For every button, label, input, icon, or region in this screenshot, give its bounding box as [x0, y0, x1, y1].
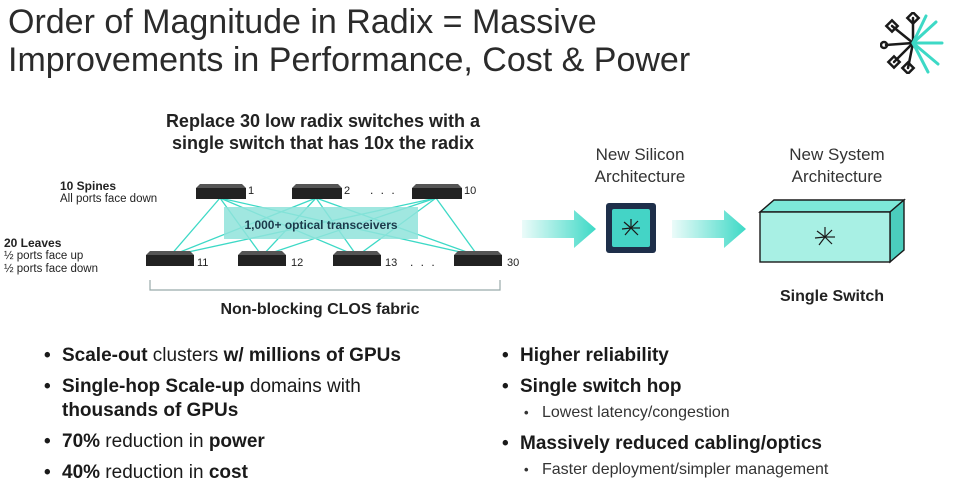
bullet-power: • 70% reduction in power	[44, 430, 504, 454]
bullet-dot: •	[44, 345, 51, 366]
spine-switches	[196, 184, 462, 199]
fabric-bracket	[149, 280, 501, 291]
spines-label: 10 Spines All ports face down	[60, 180, 157, 206]
bullet-text: reduction in	[100, 462, 209, 483]
silicon-chip-icon	[606, 203, 656, 253]
spine-number: 1	[248, 185, 255, 197]
leaves-title: 20 Leaves	[4, 236, 62, 250]
bullet-dot: •	[524, 462, 529, 477]
bullet-cabling: • Massively reduced cabling/optics	[502, 432, 958, 456]
optical-transceiver-band	[224, 207, 418, 239]
bullet-dot: •	[524, 405, 529, 420]
clos-headline: Replace 30 low radix switches with a sin…	[118, 110, 528, 154]
chip-star-icon	[621, 219, 640, 236]
clos-headline-line-2: single switch that has 10x the radix	[171, 133, 475, 153]
title-line-2: Improvements in Performance, Cost & Powe…	[8, 41, 691, 79]
bullet-single-hop: • Single switch hop	[502, 375, 958, 399]
bullet-scale-up-continued: thousands of GPUs	[44, 399, 504, 423]
spine-ellipsis: . . .	[370, 183, 397, 197]
slide-title: Order of Magnitude in Radix = Massive Im…	[8, 3, 848, 79]
chip-core	[612, 209, 650, 247]
leaf-switch	[454, 251, 502, 266]
bullet-strong: 70%	[62, 431, 101, 452]
bullet-strong: Massively reduced cabling/optics	[520, 433, 822, 454]
sub-bullet-deployment: • Faster deployment/simpler management	[502, 460, 958, 480]
system-label-line-2: Architecture	[791, 167, 883, 186]
title-line-1: Order of Magnitude in Radix = Massive	[8, 3, 597, 41]
sub-bullet-text: Lowest latency/congestion	[542, 404, 730, 421]
bullet-text: reduction in	[100, 431, 209, 452]
leaves-subtitle-2: ½ ports face down	[4, 263, 98, 275]
right-bullet-list: • Higher reliability • Single switch hop…	[502, 344, 958, 489]
spine-number: 2	[344, 185, 351, 197]
spine-switch	[196, 184, 246, 199]
spines-title: 10 Spines	[60, 179, 117, 193]
system-architecture-label: New System Architecture	[766, 144, 908, 188]
bullet-text: clusters	[147, 345, 224, 366]
leaf-switch	[333, 251, 381, 266]
bullet-strong: Single switch hop	[520, 376, 682, 397]
leaf-switch	[238, 251, 286, 266]
single-switch-box-icon	[758, 198, 906, 264]
bullet-reliability: • Higher reliability	[502, 344, 958, 368]
sub-bullet-text: Faster deployment/simpler management	[542, 461, 829, 478]
clos-caption: Non-blocking CLOS fabric	[220, 301, 420, 318]
bullet-dot: •	[44, 462, 51, 483]
leaves-label: 20 Leaves ½ ports face up ½ ports face d…	[4, 237, 98, 276]
bullet-strong: 40%	[62, 462, 101, 483]
silicon-architecture-label: New Silicon Architecture	[575, 144, 705, 188]
bullet-dot: •	[502, 345, 509, 366]
bullet-scale-out: • Scale-out clusters w/ millions of GPUs	[44, 344, 504, 368]
spine-number: 10	[464, 185, 477, 197]
sub-bullet-latency: • Lowest latency/congestion	[502, 403, 958, 423]
spine-switch	[412, 184, 462, 199]
bullet-strong: Single-hop Scale-up	[62, 376, 245, 397]
bullet-strong: Scale-out	[62, 345, 148, 366]
leaf-number: 12	[291, 257, 304, 269]
silicon-label-line-1: New Silicon	[595, 145, 685, 164]
single-switch-caption: Single Switch	[779, 288, 884, 305]
leaf-switches	[146, 251, 502, 266]
leaf-switch	[146, 251, 194, 266]
leaf-number: 30	[507, 257, 520, 269]
bullet-cost: • 40% reduction in cost	[44, 461, 504, 485]
arrow-to-silicon	[522, 210, 596, 248]
spines-subtitle: All ports face down	[60, 193, 158, 205]
bullet-strong: Higher reliability	[520, 345, 669, 366]
spine-switch	[292, 184, 342, 199]
bullet-dot: •	[44, 376, 51, 397]
system-label-line-1: New System	[789, 145, 885, 164]
bullet-strong: w/ millions of GPUs	[223, 345, 401, 366]
arrow-to-system	[672, 210, 746, 248]
left-bullet-list: • Scale-out clusters w/ millions of GPUs…	[44, 344, 504, 492]
optics-label: 1,000+ optical transceivers	[244, 218, 398, 232]
bullet-scale-up: • Single-hop Scale-up domains with	[44, 375, 504, 399]
leaf-number: 11	[197, 257, 209, 269]
leaf-ellipsis: . . .	[410, 255, 437, 269]
bullet-dot: •	[44, 431, 51, 452]
bullet-dot: •	[502, 433, 509, 454]
leaves-subtitle-1: ½ ports face up	[4, 250, 84, 262]
bullet-dot: •	[502, 376, 509, 397]
network-star-logo-icon	[880, 12, 944, 74]
silicon-label-line-2: Architecture	[594, 167, 686, 186]
bullet-strong: power	[208, 431, 265, 452]
leaf-number: 13	[385, 257, 398, 269]
clos-headline-line-1: Replace 30 low radix switches with a	[165, 111, 481, 131]
bullet-strong: cost	[208, 462, 248, 483]
bullet-strong: thousands of GPUs	[62, 400, 239, 421]
bullet-text: domains with	[244, 376, 361, 397]
